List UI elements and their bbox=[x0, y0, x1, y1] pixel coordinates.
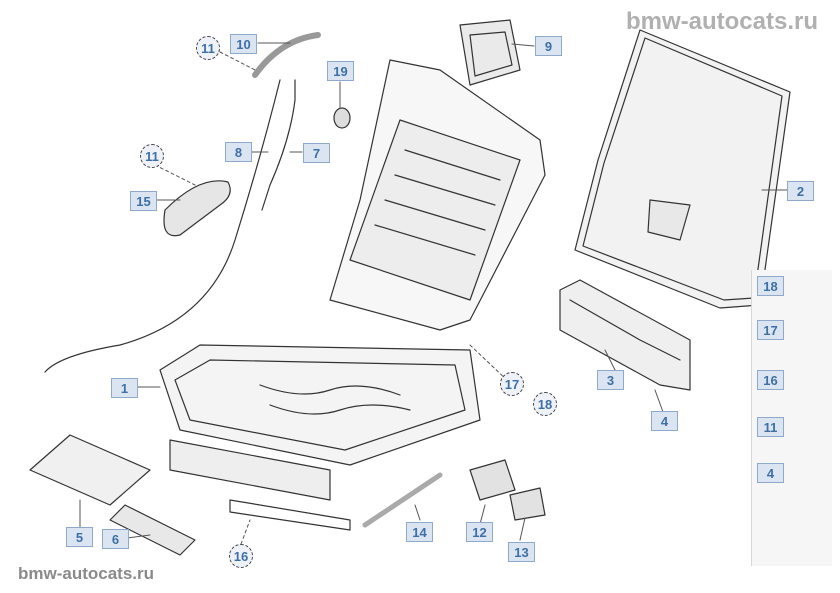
callout-1[interactable]: 1 bbox=[111, 378, 138, 398]
legend-label-11[interactable]: 11 bbox=[757, 417, 784, 437]
callout-12[interactable]: 12 bbox=[466, 522, 493, 542]
callout-14[interactable]: 14 bbox=[406, 522, 433, 542]
callout-19[interactable]: 19 bbox=[327, 61, 354, 81]
cable-7 bbox=[261, 79, 296, 211]
callout-7[interactable]: 7 bbox=[303, 143, 330, 163]
part-12 bbox=[469, 459, 516, 501]
callout-8[interactable]: 8 bbox=[225, 142, 252, 162]
trim-panel bbox=[559, 279, 691, 391]
callout-10[interactable]: 10 bbox=[230, 34, 257, 54]
side-cover bbox=[163, 180, 231, 237]
part-13 bbox=[509, 487, 546, 521]
callout-2[interactable]: 2 bbox=[787, 181, 814, 201]
gas-strut-14 bbox=[362, 472, 443, 528]
callout-4[interactable]: 4 bbox=[651, 411, 678, 431]
callout-11-upper[interactable]: 11 bbox=[196, 36, 220, 60]
callout-17[interactable]: 17 bbox=[500, 372, 524, 396]
watermark-top: bmw-autocats.ru bbox=[625, 8, 818, 35]
cable-10 bbox=[252, 32, 321, 78]
legend-label-4[interactable]: 4 bbox=[757, 463, 784, 483]
callout-11-lower[interactable]: 11 bbox=[140, 144, 164, 168]
cover-panel-5 bbox=[29, 434, 151, 506]
cable-8 bbox=[44, 79, 281, 373]
callout-3[interactable]: 3 bbox=[597, 370, 624, 390]
callout-18[interactable]: 18 bbox=[533, 392, 557, 416]
callout-5[interactable]: 5 bbox=[66, 527, 93, 547]
callout-13[interactable]: 13 bbox=[508, 542, 535, 562]
callout-9[interactable]: 9 bbox=[535, 36, 562, 56]
legend-label-18[interactable]: 18 bbox=[757, 276, 784, 296]
seat-rail bbox=[169, 439, 331, 501]
bracket-6 bbox=[109, 504, 196, 556]
callout-6[interactable]: 6 bbox=[102, 529, 129, 549]
watermark-bottom: bmw-autocats.ru bbox=[18, 564, 155, 583]
legend-label-17[interactable]: 17 bbox=[757, 320, 784, 340]
nut-19 bbox=[333, 107, 351, 129]
callout-16[interactable]: 16 bbox=[229, 544, 253, 568]
legend-label-16[interactable]: 16 bbox=[757, 370, 784, 390]
backrest-panel bbox=[574, 29, 791, 309]
seat-base-frame bbox=[159, 344, 481, 466]
headrest-guide bbox=[459, 19, 521, 86]
callout-15[interactable]: 15 bbox=[130, 191, 157, 211]
